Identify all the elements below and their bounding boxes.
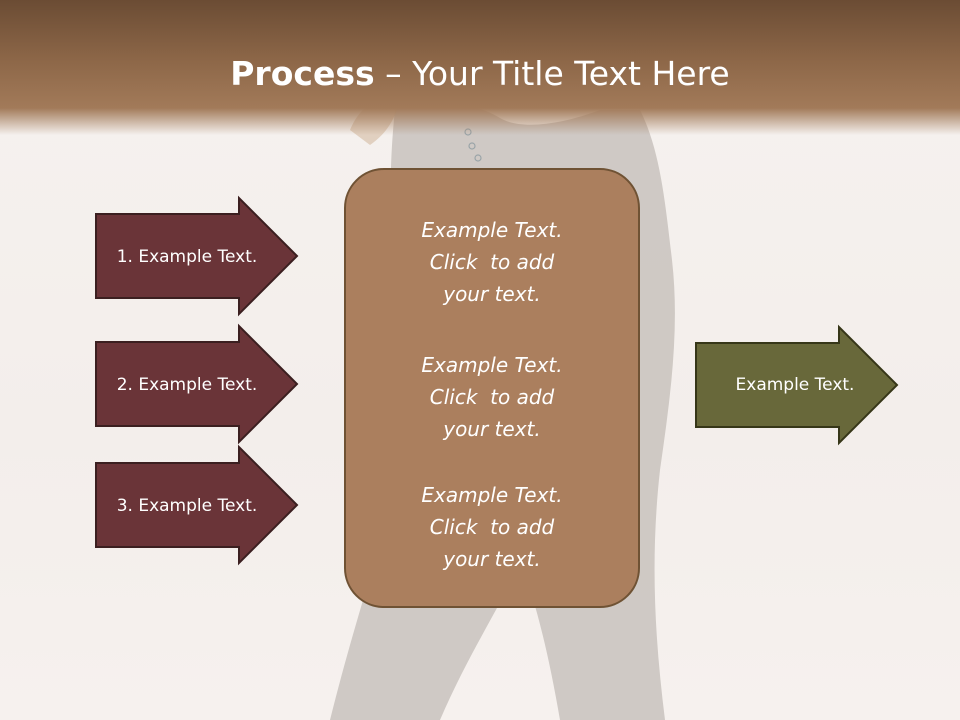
input-arrow-2-shape [95,323,299,445]
input-arrow-1-label: 1. Example Text. [117,247,258,267]
input-arrow-1[interactable]: 1. Example Text. [95,195,299,317]
center-text-line: Click to add [429,250,555,274]
center-text-line: Click to add [429,515,555,539]
center-text-line: your text. [443,282,541,306]
center-text-block-2[interactable]: Example Text. Click to add your text. [346,349,638,445]
title-band [0,0,960,135]
output-arrow-label: Example Text. [736,375,855,395]
input-arrow-1-shape [95,195,299,317]
center-text-line: Example Text. [421,483,563,507]
input-arrow-2[interactable]: 2. Example Text. [95,323,299,445]
center-text-line: Click to add [429,385,555,409]
slide-title[interactable]: Process – Your Title Text Here [0,52,960,96]
input-arrow-3-label: 3. Example Text. [117,496,258,516]
output-arrow[interactable]: Example Text. [695,324,899,446]
center-text-line: your text. [443,547,541,571]
center-text-line: Example Text. [421,353,563,377]
input-arrow-3-shape [95,444,299,566]
title-rest: – Your Title Text Here [374,54,730,93]
output-arrow-shape [695,324,899,446]
center-process-box[interactable]: Example Text. Click to add your text. Ex… [344,168,640,608]
input-arrow-3[interactable]: 3. Example Text. [95,444,299,566]
title-bold: Process [230,54,375,93]
center-text-block-1[interactable]: Example Text. Click to add your text. [346,214,638,310]
center-text-line: your text. [443,417,541,441]
input-arrow-2-label: 2. Example Text. [117,375,258,395]
center-text-line: Example Text. [421,218,563,242]
center-text-block-3[interactable]: Example Text. Click to add your text. [346,479,638,575]
